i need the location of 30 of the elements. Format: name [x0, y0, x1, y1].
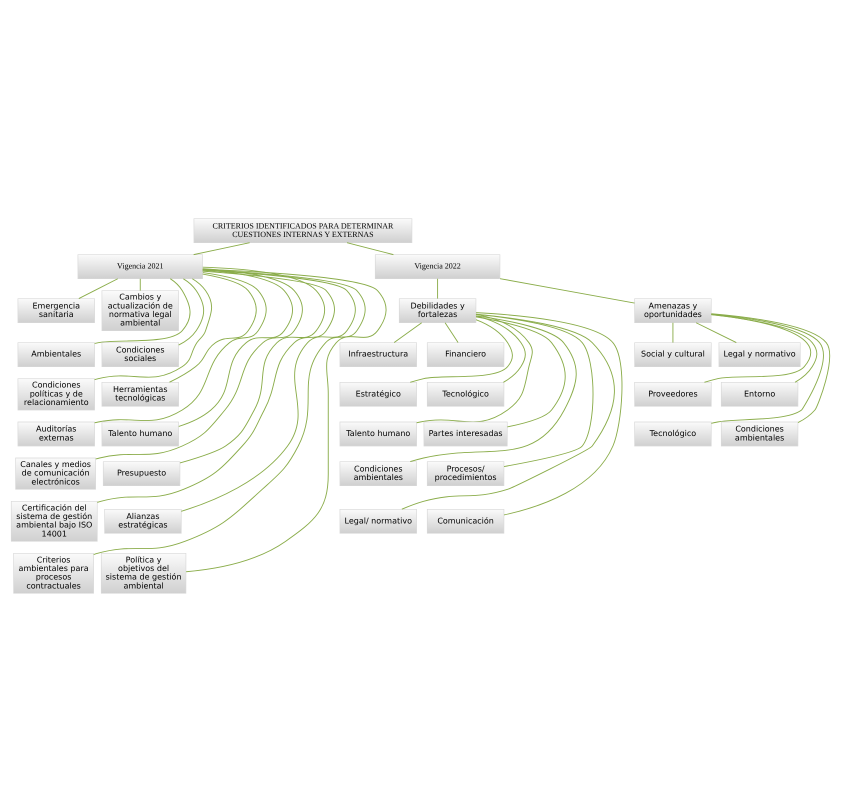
- connector: [186, 268, 387, 572]
- connector: [346, 242, 394, 255]
- connector: [410, 314, 577, 462]
- connector: [93, 268, 366, 554]
- connector: [410, 318, 513, 382]
- connector: [95, 268, 303, 459]
- connector: [401, 313, 615, 510]
- connector: [476, 312, 622, 515]
- connector: [94, 272, 267, 423]
- connector: [178, 278, 204, 346]
- connector: [475, 315, 526, 382]
- connector: [94, 278, 212, 380]
- connector: [696, 322, 737, 342]
- connector: [444, 322, 459, 342]
- connector: [672, 322, 674, 342]
- connector: [140, 278, 141, 291]
- connector: [193, 242, 250, 255]
- connector: [500, 278, 635, 303]
- connector: [180, 269, 356, 512]
- connector: [180, 266, 326, 463]
- connector: [476, 313, 594, 466]
- connector: [476, 316, 566, 427]
- connector: [178, 268, 293, 426]
- connector: [78, 278, 118, 298]
- connector: [96, 270, 335, 502]
- connector: [94, 278, 190, 344]
- connector: [394, 322, 422, 342]
- connector: [169, 273, 257, 382]
- connector: [416, 313, 533, 423]
- connector: [437, 278, 438, 298]
